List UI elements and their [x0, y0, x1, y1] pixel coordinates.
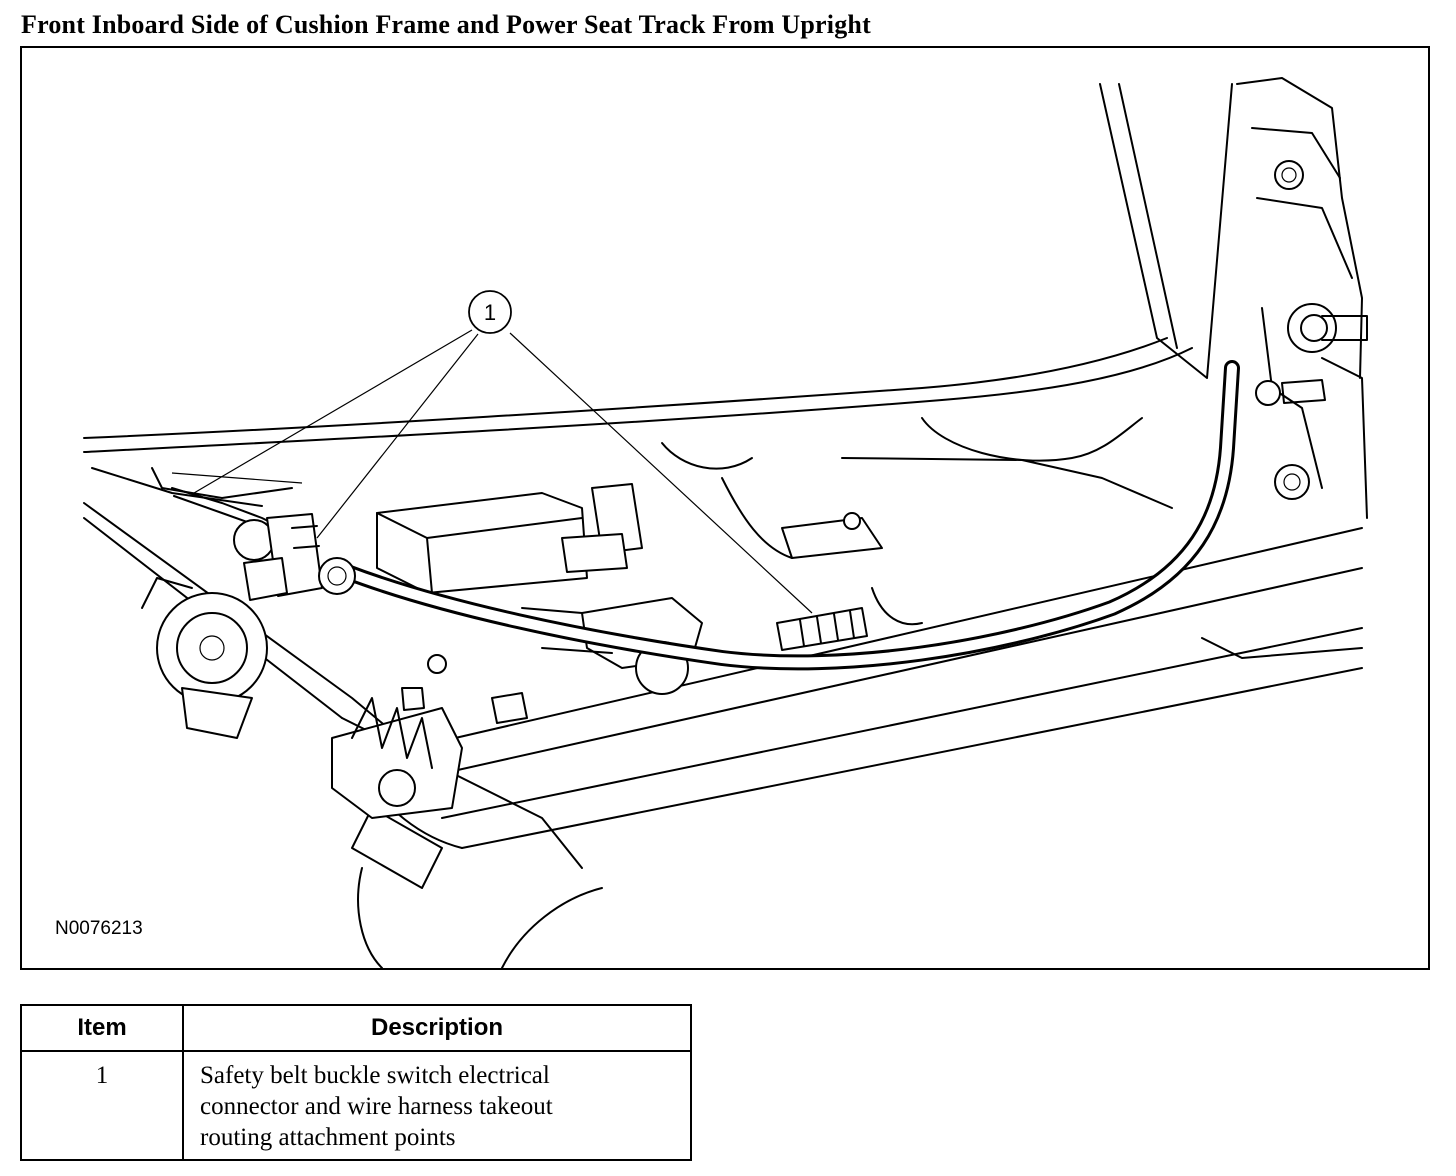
legend-header-row: Item Description — [20, 1004, 692, 1052]
table-row: 1 Safety belt buckle switch electrical c… — [20, 1050, 692, 1161]
item-number: 1 — [20, 1050, 184, 1161]
seat-track-illustration: 1 — [83, 77, 1368, 968]
description-line: routing attachment points — [200, 1124, 456, 1151]
figure-id: N0076213 — [55, 918, 143, 939]
callout-1: 1 — [193, 290, 813, 614]
item-column-header: Item — [20, 1004, 184, 1052]
motor-assembly — [141, 483, 643, 819]
seat-back-upright — [1099, 77, 1368, 519]
cushion-frame — [83, 337, 1193, 509]
harness-clip — [776, 607, 868, 651]
buckle-switch-connector — [233, 513, 356, 601]
description-line: connector and wire harness takeout — [200, 1093, 553, 1120]
callout-label: 1 — [484, 300, 496, 325]
description-line: Safety belt buckle switch electrical — [200, 1062, 550, 1089]
page-title: Front Inboard Side of Cushion Frame and … — [21, 10, 871, 39]
illustration-frame: 1 N0076213 — [20, 46, 1430, 970]
legend-table: Item Description 1 Safety belt buckle sw… — [20, 1004, 692, 1161]
description-column-header: Description — [182, 1004, 692, 1052]
item-description: Safety belt buckle switch electrical con… — [182, 1050, 692, 1161]
